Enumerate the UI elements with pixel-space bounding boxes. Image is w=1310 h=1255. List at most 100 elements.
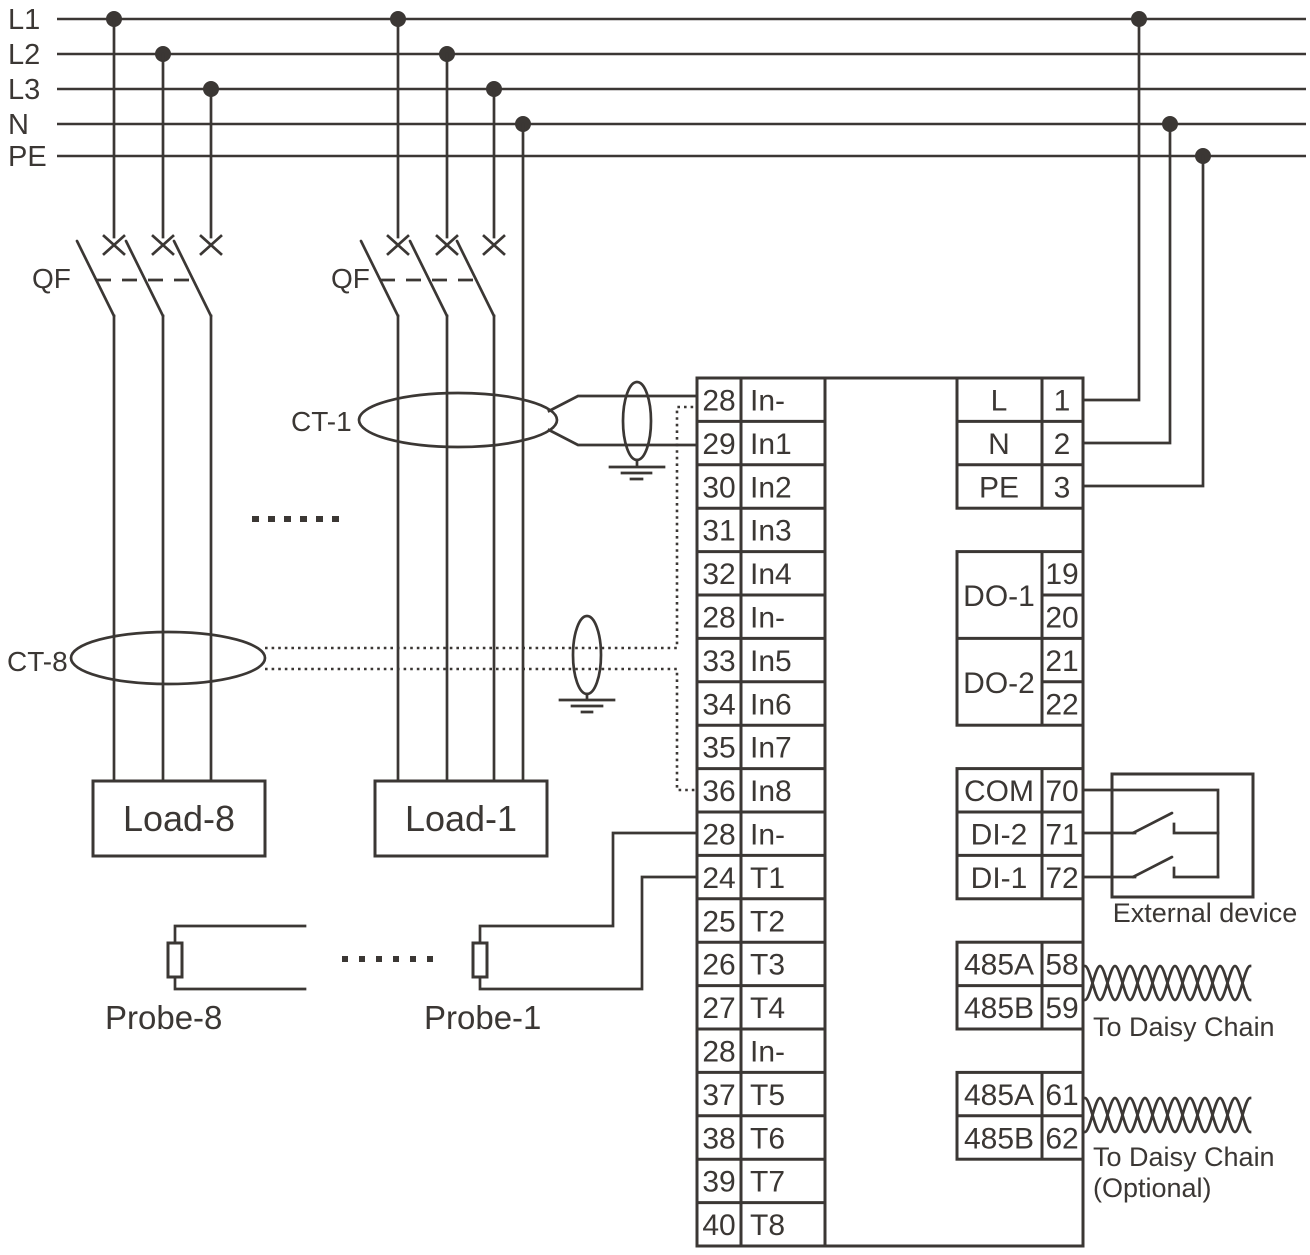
probe-8-label: Probe-8 — [105, 999, 222, 1036]
terminal-label: In3 — [750, 515, 792, 548]
terminal-label: T3 — [750, 949, 785, 982]
terminal-label: T7 — [750, 1166, 785, 1199]
wire-n-to-bus — [1081, 122, 1172, 445]
terminal-pin: 59 — [1045, 992, 1078, 1025]
terminal-label: 485B — [964, 1122, 1034, 1155]
terminal-label: 485A — [964, 949, 1034, 982]
terminal-pin: 35 — [702, 732, 735, 765]
terminal-label: T1 — [750, 862, 785, 895]
bus-label-l3: L3 — [8, 74, 40, 106]
load-1-label: Load-1 — [405, 798, 517, 839]
terminal-label: In- — [750, 385, 785, 418]
terminal-label: L — [991, 385, 1008, 418]
terminal-pin: 70 — [1045, 775, 1078, 808]
wire-pe-to-bus — [1081, 154, 1205, 488]
switch-blade — [1131, 811, 1174, 835]
terminal-pin: 32 — [702, 558, 735, 591]
breaker-blades — [359, 239, 496, 318]
terminal-label: 485A — [964, 1079, 1034, 1112]
load-1-box — [373, 779, 549, 858]
bus-label-n: N — [8, 109, 29, 141]
twisted-pair-icon — [1083, 1096, 1252, 1134]
terminal-pin: 62 — [1045, 1122, 1078, 1155]
terminal-pin: 37 — [702, 1079, 735, 1112]
terminal-label: In- — [750, 602, 785, 635]
terminal-pin: 38 — [702, 1122, 735, 1155]
terminal-pin: 3 — [1054, 471, 1071, 504]
terminal-pin: 2 — [1054, 428, 1071, 461]
twisted-pair-icon — [1083, 964, 1252, 1002]
bus-label-l1: L1 — [8, 4, 40, 36]
terminal-label: In1 — [750, 428, 792, 461]
terminal-label: 485B — [964, 992, 1034, 1025]
terminal-pin: 71 — [1045, 819, 1078, 852]
terminal-label: In8 — [750, 775, 792, 808]
ct-1-ellipse — [357, 391, 559, 449]
terminal-pin: 34 — [702, 688, 735, 721]
external-device-group: External device — [1081, 772, 1298, 928]
terminal-label: In- — [750, 819, 785, 852]
terminal-pin: 26 — [702, 949, 735, 982]
terminal-pin: 40 — [702, 1209, 735, 1242]
terminal-label: In4 — [750, 558, 792, 591]
daisy-chain-label: To Daisy Chain — [1093, 1142, 1275, 1172]
terminal-label: N — [988, 428, 1010, 461]
ct-1-label: CT-1 — [291, 406, 352, 437]
terminal-pin: 29 — [702, 428, 735, 461]
probe-1-wire-bottom — [478, 875, 699, 991]
ct-1-wire-upper — [547, 394, 699, 413]
ct-8-label: CT-8 — [7, 646, 68, 677]
daisy-chain-label: To Daisy Chain — [1093, 1012, 1275, 1042]
contact-x-icons — [102, 234, 223, 256]
terminal-label: T2 — [750, 905, 785, 938]
bus-lines: L1 L2 L3 N PE — [8, 4, 1306, 173]
load-8-label: Load-8 — [123, 798, 235, 839]
wire-l-to-bus — [1081, 17, 1141, 402]
terminal-label: T5 — [750, 1079, 785, 1112]
terminal-pin: 25 — [702, 905, 735, 938]
ct-8-group: CT-8 — [7, 405, 697, 792]
daisy-chain-optional-label: (Optional) — [1093, 1173, 1212, 1203]
probe-1-resistor — [471, 941, 489, 979]
ct-1-wire-lower — [547, 428, 699, 447]
com-wire — [1081, 788, 1220, 879]
terminal-pin: 58 — [1045, 949, 1078, 982]
probes: Probe-8 Probe-1 — [105, 831, 699, 1036]
terminal-label: T6 — [750, 1122, 785, 1155]
terminal-label: DI-1 — [971, 862, 1028, 895]
terminal-group-power: L 1 N 2 PE 3 — [955, 17, 1205, 510]
terminal-pin: 30 — [702, 471, 735, 504]
terminal-label: In- — [750, 1036, 785, 1069]
terminal-group-rs485-1: 485A 58 485B 59 To Daisy Chain — [955, 940, 1275, 1042]
terminal-pin: 61 — [1045, 1079, 1078, 1112]
terminal-group-di: COM 70 DI-2 71 DI-1 72 — [955, 767, 1085, 901]
bus-label-pe: PE — [8, 141, 47, 173]
terminal-pin: 28 — [702, 1036, 735, 1069]
qf-breaker-right: QF — [331, 17, 525, 783]
terminal-label: In5 — [750, 645, 792, 678]
terminal-pin: 1 — [1054, 385, 1071, 418]
switch-blade — [1131, 855, 1174, 879]
terminal-label: In6 — [750, 688, 792, 721]
terminal-pin: 28 — [702, 602, 735, 635]
terminal-pin: 21 — [1045, 645, 1078, 678]
terminal-pin: 31 — [702, 515, 735, 548]
contact-x-icons — [386, 234, 506, 256]
ground-icon — [608, 458, 666, 481]
ellipsis-dots — [252, 516, 339, 522]
terminal-label: T8 — [750, 1209, 785, 1242]
terminal-label: COM — [964, 775, 1034, 808]
terminal-pin: 27 — [702, 992, 735, 1025]
probe-1-label: Probe-1 — [424, 999, 541, 1036]
terminal-pin: 28 — [702, 819, 735, 852]
breaker-blades — [75, 239, 213, 318]
terminal-pin: 36 — [702, 775, 735, 808]
ct-8-wire-upper — [265, 405, 697, 650]
bus-label-l2: L2 — [8, 39, 40, 71]
terminal-pin: 33 — [702, 645, 735, 678]
external-device-label: External device — [1113, 898, 1298, 928]
shield-ellipse — [571, 614, 603, 696]
